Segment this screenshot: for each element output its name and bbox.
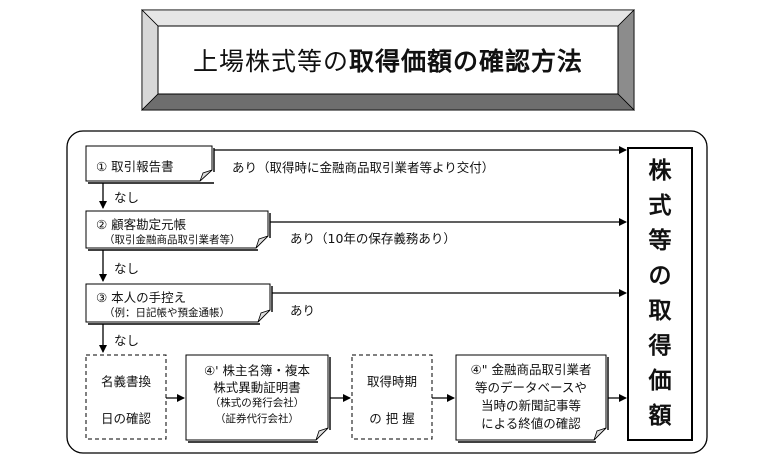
result-char-8: 額 — [648, 403, 672, 429]
nashi-label-2: なし — [114, 261, 140, 276]
shareholder-line1: ④' 株主名簿・複本 — [203, 363, 311, 378]
outer-container — [66, 130, 708, 454]
step3-sub: （例：日記帳や預金通帳） — [104, 307, 230, 319]
shareholder-line2: 株式異動証明書 — [213, 380, 301, 395]
result-char-5: 取 — [648, 298, 672, 324]
page-title: 上場株式等の取得価額の確認方法 — [142, 10, 634, 110]
step3-arrow-text: あり — [290, 303, 316, 318]
database-line3: 当時の新聞記事等 — [480, 398, 581, 413]
result-char-7: 価 — [648, 368, 672, 394]
acq-time-box — [351, 354, 433, 440]
title-bold: 取得価額の確認方法 — [349, 47, 584, 76]
name-change-line2: 日の確認 — [100, 411, 151, 426]
title-normal: 上場株式等の — [192, 47, 349, 76]
name-change-line1: 名義書換 — [100, 374, 151, 389]
shareholder-line3: （株式の発行会社） — [209, 397, 305, 409]
title-frame — [141, 9, 635, 111]
database-line1: ④" 金融商品取引業者 — [470, 362, 592, 377]
step1-label: ① 取引報告書 — [96, 159, 174, 174]
result-char-4: の — [648, 263, 672, 289]
step2-sub: （取引金融商品取引業者等） — [104, 234, 241, 246]
acq-time-line2: の 把 握 — [369, 411, 415, 426]
result-char-2: 式 — [648, 193, 672, 219]
result-char-3: 等 — [648, 228, 672, 254]
step3-label: ③ 本人の手控え — [96, 290, 187, 305]
name-change-box — [85, 354, 167, 440]
nashi-label-3: なし — [114, 333, 140, 348]
database-line2: 等のデータベースや — [475, 380, 587, 395]
shareholder-line4: （証券代行会社） — [215, 413, 299, 425]
step2-arrow-text: あり（10年の保存義務あり） — [290, 231, 456, 246]
result-box — [627, 147, 693, 441]
step1-arrow-text: あり（取得時に金融商品取引業者等より交付） — [232, 160, 495, 175]
result-char-6: 得 — [648, 333, 672, 359]
result-char-1: 株 — [648, 158, 672, 184]
nashi-label-1: なし — [114, 190, 140, 205]
database-line4: による終値の確認 — [481, 416, 581, 431]
step2-label: ② 顧客勘定元帳 — [96, 217, 187, 232]
acq-time-line1: 取得時期 — [366, 374, 417, 389]
